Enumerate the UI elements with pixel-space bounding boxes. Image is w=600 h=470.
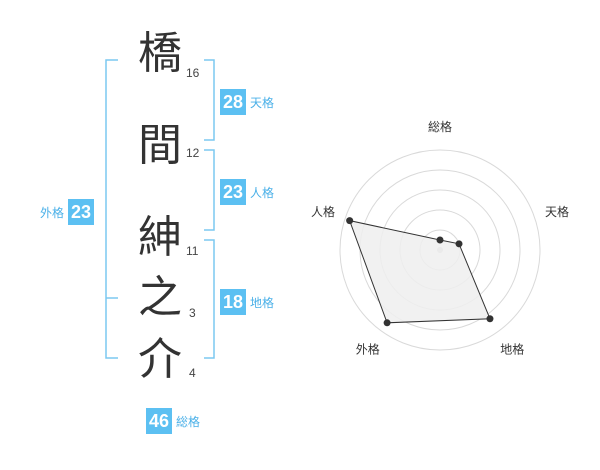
radar-axis-label: 総格 xyxy=(428,119,452,134)
radar-axis-label: 天格 xyxy=(545,204,569,219)
radar-point xyxy=(346,217,354,225)
name-char-2: 間 xyxy=(138,120,182,171)
tenkaku-bracket xyxy=(204,59,215,141)
jinkaku-label: 人格 xyxy=(250,185,275,200)
soukaku-value: 46 xyxy=(146,408,173,434)
radar-polygon xyxy=(348,219,491,324)
name-char-3: 紳 xyxy=(138,212,182,263)
jinkaku-bracket xyxy=(204,149,215,231)
tenkaku-badge: 28 天格 xyxy=(220,89,274,115)
stroke-count-2: 12 xyxy=(186,146,200,160)
soukaku-label: 総格 xyxy=(176,414,201,429)
radar-axis-label: 地格 xyxy=(500,342,524,357)
stroke-count-5: 4 xyxy=(189,366,196,380)
gaikaku-bracket xyxy=(105,59,118,359)
radar-ring xyxy=(339,149,541,351)
name-char-1: 橋 xyxy=(138,28,182,79)
chikaku-bracket xyxy=(204,239,215,359)
radar-point xyxy=(436,236,444,244)
jinkaku-value: 23 xyxy=(220,179,247,205)
jinkaku-badge: 23 人格 xyxy=(220,179,274,205)
radar-point xyxy=(383,319,391,327)
stroke-count-1: 16 xyxy=(186,66,200,80)
soukaku-badge: 46 総格 xyxy=(146,408,200,434)
stroke-count-3: 11 xyxy=(186,244,199,258)
gaikaku-value: 23 xyxy=(68,199,95,225)
stroke-count-4: 3 xyxy=(189,306,196,320)
radar-axis-label: 人格 xyxy=(311,204,335,219)
tenkaku-label: 天格 xyxy=(250,95,275,110)
chikaku-badge: 18 地格 xyxy=(220,289,274,315)
radar-points xyxy=(346,217,494,327)
radar-point xyxy=(455,240,463,248)
name-char-5: 介 xyxy=(138,334,182,385)
name-char-4: 之 xyxy=(138,272,182,323)
chikaku-label: 地格 xyxy=(250,295,275,310)
chikaku-value: 18 xyxy=(220,289,247,315)
radar-axis-label: 外格 xyxy=(356,342,380,357)
tenkaku-value: 28 xyxy=(220,89,247,115)
gaikaku-badge: 外格 23 xyxy=(40,199,95,225)
gaikaku-label: 外格 xyxy=(40,205,65,220)
radar-point xyxy=(486,315,494,323)
